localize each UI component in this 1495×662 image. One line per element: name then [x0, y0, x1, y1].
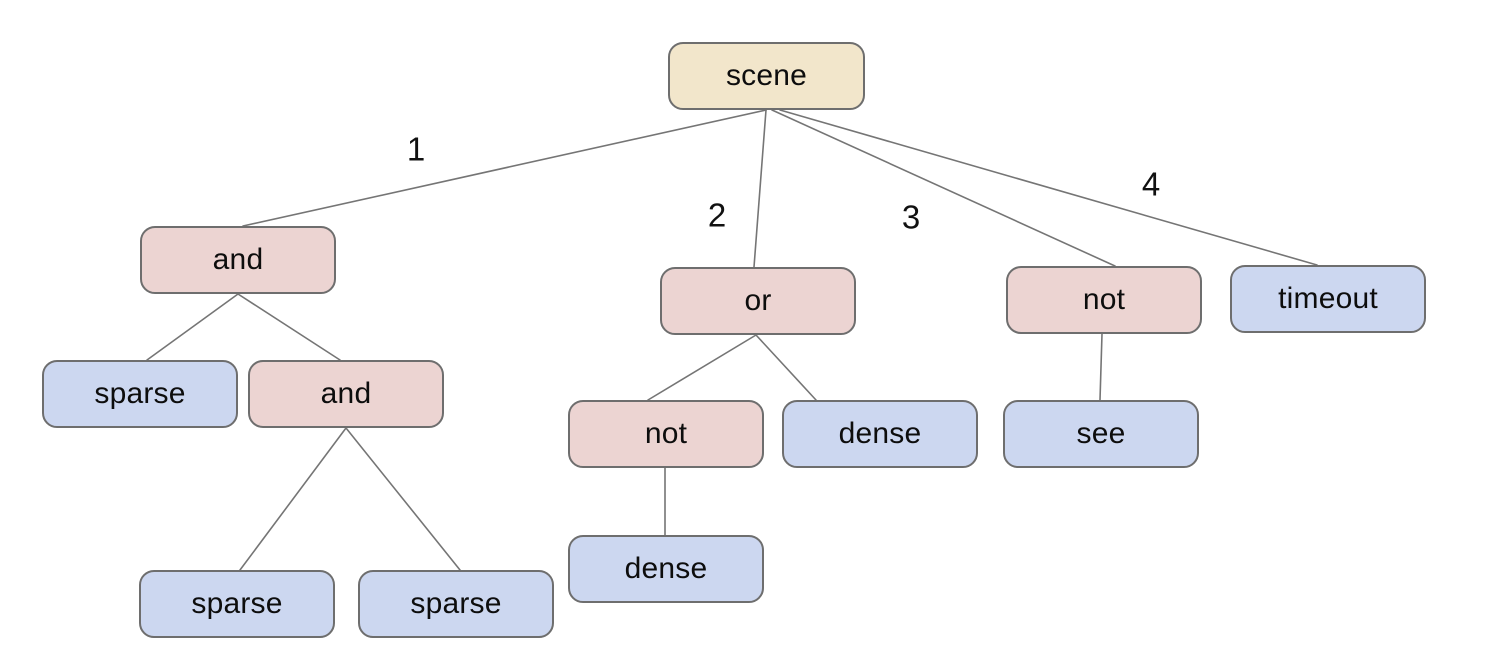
edge-label-3: 3	[902, 199, 920, 236]
edge-not-1-to-see-1	[1099, 333, 1103, 401]
edge-label-1: 1	[407, 131, 425, 168]
tree-node-dense-1: dense	[782, 400, 978, 468]
edge-scene-to-or-1	[753, 109, 767, 268]
edge-scene-to-not-1	[771, 109, 1116, 267]
tree-node-see-1: see	[1003, 400, 1199, 468]
tree-node-timeout-1: timeout	[1230, 265, 1426, 333]
tree-node-not-2: not	[568, 400, 764, 468]
edge-or-1-to-not-2	[647, 334, 757, 401]
tree-node-sparse-1: sparse	[42, 360, 238, 428]
edge-scene-to-and-1	[242, 109, 767, 227]
edge-label-4: 4	[1142, 166, 1160, 203]
edge-and-2-to-sparse-3	[345, 427, 461, 571]
tree-node-or-1: or	[660, 267, 856, 335]
edge-and-2-to-sparse-2	[239, 427, 347, 571]
tree-node-dense-2: dense	[568, 535, 764, 603]
tree-node-sparse-3: sparse	[358, 570, 554, 638]
edge-label-2: 2	[708, 197, 726, 234]
tree-node-sparse-2: sparse	[139, 570, 335, 638]
tree-node-and-1: and	[140, 226, 336, 294]
edge-scene-to-timeout-1	[779, 109, 1318, 266]
edge-and-1-to-sparse-1	[146, 293, 239, 361]
edge-and-1-to-and-2	[237, 293, 341, 361]
tree-node-scene: scene	[668, 42, 865, 110]
edge-or-1-to-dense-1	[755, 334, 817, 401]
tree-node-not-1: not	[1006, 266, 1202, 334]
tree-node-and-2: and	[248, 360, 444, 428]
